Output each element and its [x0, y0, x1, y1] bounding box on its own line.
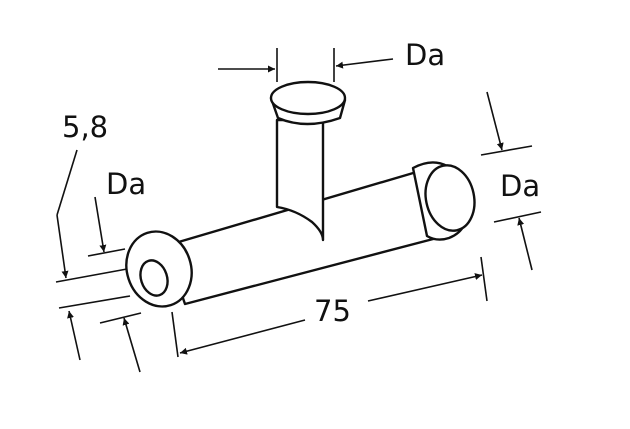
- wall-arrow-top: [56, 214, 69, 279]
- right-diameter-label: Da: [500, 169, 541, 203]
- left-extension-4: [99, 312, 142, 324]
- top-da-arrow-right: [335, 58, 394, 69]
- length-extension-left: [171, 311, 179, 358]
- left-extension-1: [87, 248, 126, 257]
- length-arrow-right: [367, 273, 483, 302]
- top-cap-opening: [269, 80, 347, 116]
- left-end-cap-inner: [139, 259, 169, 297]
- top-diameter-label: Da: [405, 38, 446, 72]
- wall-thickness-label: 5,8: [62, 110, 109, 144]
- vertical-branch-pipe: [275, 118, 325, 242]
- left-diameter-label: Da: [106, 167, 147, 201]
- left-extension-3: [58, 295, 131, 309]
- right-da-arrow-top: [486, 91, 504, 151]
- right-da-extension-top: [480, 145, 533, 156]
- right-da-arrow-bottom: [517, 217, 533, 271]
- length-extension-right: [480, 256, 488, 302]
- length-label: 75: [314, 294, 351, 328]
- wall-arrow-bottom: [67, 310, 81, 361]
- length-arrow-left: [179, 319, 306, 355]
- right-da-extension-bottom: [493, 211, 542, 223]
- left-da-arrow-bottom: [122, 317, 141, 373]
- left-da-arrow-top: [94, 196, 107, 253]
- wall-leader: [56, 149, 78, 216]
- left-extension-2: [55, 268, 128, 283]
- right-end-rim: [424, 164, 476, 232]
